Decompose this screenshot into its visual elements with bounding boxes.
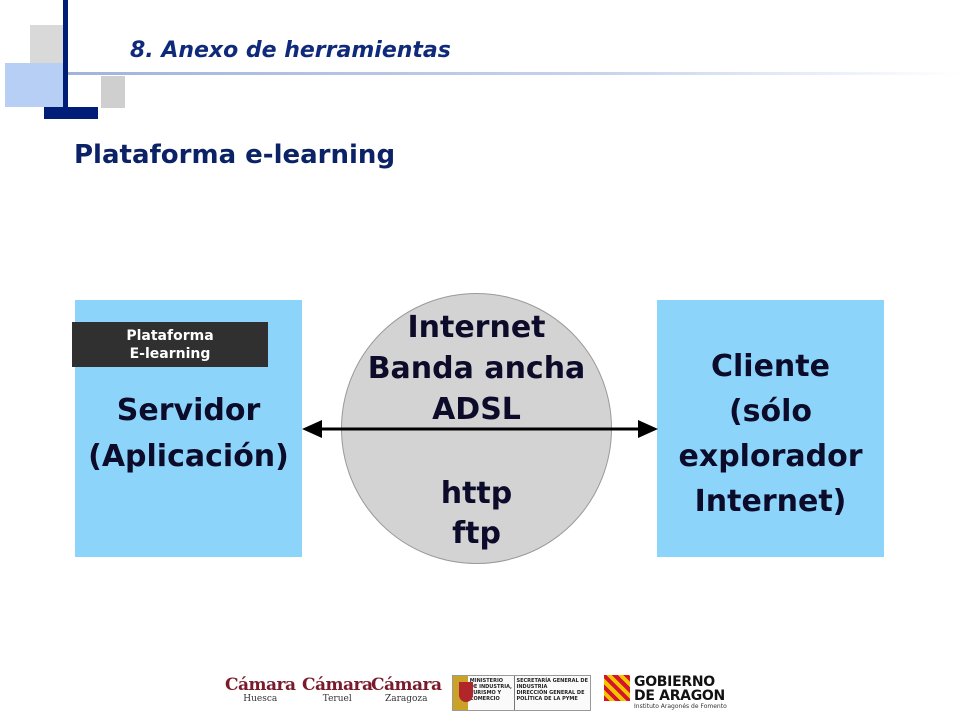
ministerio-text: MINISTERIO DE INDUSTRIA, TURISMO Y COMER… [468, 676, 514, 710]
platform-badge-line: E-learning [129, 346, 211, 362]
secretaria-text-line: INDUSTRIA [516, 684, 548, 690]
platform-badge: Plataforma E-learning [72, 322, 268, 367]
decor-blue-square [5, 63, 63, 107]
network-label-line: Internet [407, 310, 546, 345]
ministerio-text-line: DE INDUSTRIA, [469, 684, 512, 690]
server-label-line: Servidor [116, 393, 261, 428]
protocol-label-line: ftp [452, 516, 501, 551]
gobierno-aragon-text: GOBIERNO DE ARAGON Instituto Aragonés de… [634, 675, 727, 711]
slide-heading: Plataforma e-learning [74, 140, 396, 170]
server-label-line: (Aplicación) [88, 439, 289, 474]
ministerio-logo: MINISTERIO DE INDUSTRIA, TURISMO Y COMER… [452, 675, 591, 711]
camara-huesca-logo: Cámara Huesca [225, 676, 296, 705]
camara-logo-city: Teruel [322, 694, 352, 704]
ministerio-divider [513, 676, 515, 710]
network-label: Internet Banda ancha ADSL [341, 307, 612, 430]
camara-logo-city: Huesca [243, 694, 278, 704]
decor-header-line [66, 72, 960, 75]
ministerio-text-line: TURISMO Y [469, 690, 502, 696]
secretaria-text-line: POLÍTICA DE LA PYME [516, 696, 578, 702]
secretaria-text: SECRETARÍA GENERAL DE INDUSTRIA DIRECCIÓ… [515, 676, 591, 710]
section-title: 8. Anexo de herramientas [130, 38, 451, 63]
spain-shield-icon [453, 676, 473, 710]
gobierno-text-line: GOBIERNO [634, 674, 715, 690]
server-label: Servidor (Aplicación) [75, 388, 302, 480]
double-arrow-connector [302, 420, 658, 438]
aragon-flag-icon [604, 675, 630, 701]
secretaria-text-line: SECRETARÍA GENERAL DE [516, 678, 589, 684]
decor-horizontal-bar [44, 107, 98, 119]
camara-zaragoza-logo: Cámara Zaragoza [371, 676, 442, 705]
gobierno-aragon-logo: GOBIERNO DE ARAGON Instituto Aragonés de… [604, 675, 727, 711]
arrow-head-right [638, 420, 658, 438]
network-label-line: Banda ancha [367, 351, 586, 386]
ministerio-text-line: MINISTERIO [469, 678, 504, 684]
decor-small-gray-square [101, 76, 125, 108]
client-label-line: explorador [678, 439, 863, 474]
network-label-line: ADSL [432, 392, 521, 427]
camara-logo-name: Cámara [225, 675, 296, 695]
protocol-label-line: http [440, 476, 513, 511]
platform-badge-line: Plataforma [126, 328, 214, 344]
client-label-line: Cliente [711, 349, 830, 384]
secretaria-text-line: DIRECCIÓN GENERAL DE [516, 690, 585, 696]
client-label: Cliente (sólo explorador Internet) [657, 344, 884, 524]
decor-vertical-bar [63, 0, 68, 118]
client-label-line: Internet) [694, 484, 847, 519]
protocol-label: http ftp [341, 474, 612, 554]
arrow-head-left [302, 420, 322, 438]
gobierno-text-line: DE ARAGON [634, 688, 725, 704]
camara-logo-name: Cámara [302, 675, 373, 695]
camara-teruel-logo: Cámara Teruel [302, 676, 373, 705]
client-label-line: (sólo [728, 394, 813, 429]
client-box: Cliente (sólo explorador Internet) [657, 300, 884, 557]
camara-logo-name: Cámara [371, 675, 442, 695]
ministerio-text-line: COMERCIO [469, 696, 500, 702]
camara-logo-city: Zaragoza [384, 694, 428, 704]
gobierno-text-line: Instituto Aragonés de Fomento [634, 703, 727, 710]
